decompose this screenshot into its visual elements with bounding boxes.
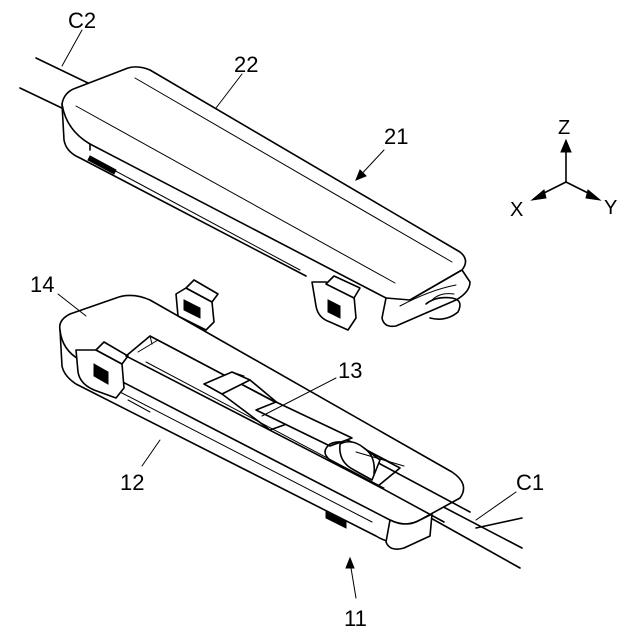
label-11: 11: [344, 606, 367, 631]
label-21: 21: [384, 124, 408, 149]
axis-label-z: Z: [558, 117, 570, 139]
label-c2: C2: [68, 8, 96, 33]
x-arrow-icon: [532, 190, 546, 200]
label-c1: C1: [516, 470, 544, 495]
axis-label-y: Y: [604, 197, 617, 219]
label-13: 13: [338, 358, 362, 383]
z-arrow-icon: [561, 140, 571, 152]
axis-label-x: X: [510, 199, 523, 221]
y-arrow-icon: [586, 190, 600, 200]
label-22: 22: [234, 52, 258, 77]
axis-triad: [532, 140, 600, 200]
label-14: 14: [30, 272, 54, 297]
label-12: 12: [120, 470, 144, 495]
cover-21: [62, 67, 470, 330]
